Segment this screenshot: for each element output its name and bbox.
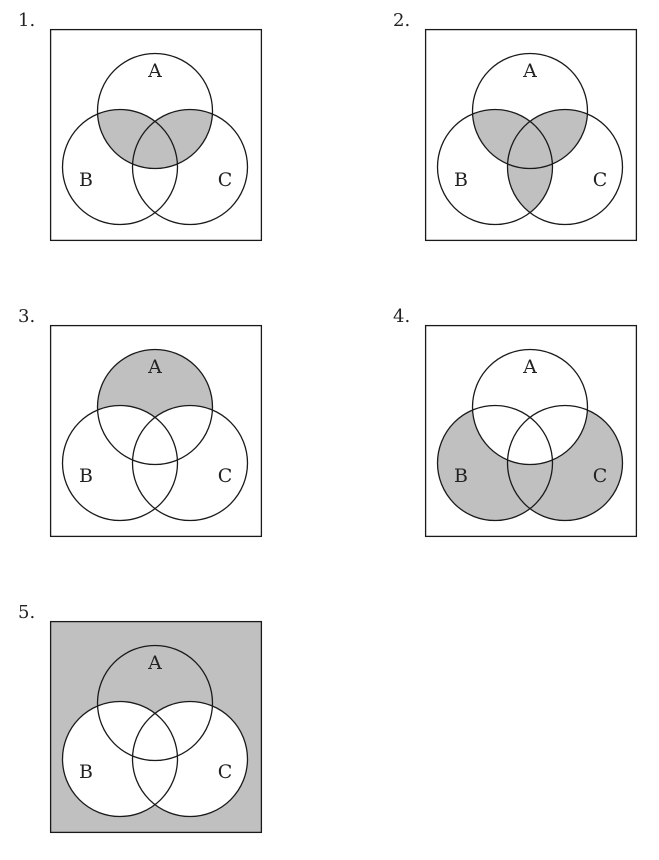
set-label-a: A (522, 356, 537, 378)
diagram-5-number: 5. (18, 602, 36, 623)
set-label-a: A (147, 652, 162, 674)
diagram-4-number: 4. (393, 306, 411, 327)
circle-c (506, 108, 624, 226)
universe-border (49, 324, 263, 538)
venn-diagram-3: A B C (49, 324, 263, 538)
universe-border (49, 28, 263, 242)
circle-a (471, 52, 589, 170)
set-label-b: B (79, 761, 93, 783)
set-label-a: A (147, 356, 162, 378)
set-label-b: B (454, 465, 468, 487)
set-label-a: A (522, 60, 537, 82)
set-label-c: C (593, 169, 608, 191)
universe-border (424, 28, 638, 242)
set-label-b: B (79, 465, 93, 487)
circle-c (131, 108, 249, 226)
shaded-region (62, 645, 248, 817)
circle-a (96, 644, 214, 762)
circle-b (61, 700, 179, 818)
set-label-a: A (147, 60, 162, 82)
diagram-2-number: 2. (393, 10, 411, 31)
set-label-c: C (593, 465, 608, 487)
venn-diagram-5: A B C (49, 620, 263, 834)
circle-a (96, 348, 214, 466)
shaded-region (62, 349, 248, 521)
venn-diagram-2: A B C (424, 28, 638, 242)
set-label-b: B (79, 169, 93, 191)
diagram-1-number: 1. (18, 10, 36, 31)
universe-border (49, 620, 263, 834)
circle-c (506, 404, 624, 522)
set-label-c: C (218, 465, 233, 487)
diagram-3-number: 3. (18, 306, 36, 327)
circle-c (131, 404, 249, 522)
circle-a (96, 52, 214, 170)
circle-b (61, 108, 179, 226)
set-label-c: C (218, 169, 233, 191)
venn-diagram-1: A B C (49, 28, 263, 242)
shaded-region (437, 349, 623, 521)
circle-c (131, 700, 249, 818)
venn-diagram-4: A B C (424, 324, 638, 538)
circle-b (61, 404, 179, 522)
set-label-b: B (454, 169, 468, 191)
circle-a (471, 348, 589, 466)
universe-border (424, 324, 638, 538)
circle-b (436, 404, 554, 522)
circle-b (436, 108, 554, 226)
set-label-c: C (218, 761, 233, 783)
